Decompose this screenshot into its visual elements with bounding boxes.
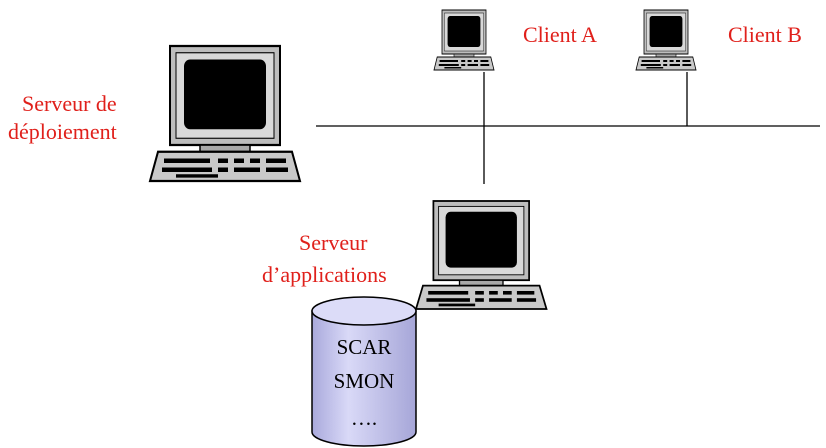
deploy-server-computer-icon: [148, 44, 302, 183]
app-server-label-line2: d’applications: [262, 262, 387, 287]
client-a-computer-icon: [433, 9, 495, 71]
client-a-label: Client A: [523, 22, 597, 47]
network-links: [316, 72, 820, 184]
database-entry: SCAR: [336, 335, 392, 359]
database-entry: SMON: [333, 369, 395, 393]
deploy-server-label-line1: Serveur de: [22, 91, 117, 116]
app-server-label: Serveur d’applications: [262, 229, 387, 289]
database-entry: ….: [350, 406, 378, 430]
client-b-computer-icon: [635, 9, 697, 71]
database-cylinder-icon: [311, 296, 417, 447]
client-b-label: Client B: [728, 22, 802, 47]
app-server-computer-icon: [415, 200, 548, 310]
deploy-server-label-line2: déploiement: [8, 119, 117, 144]
app-server-label-line1: Serveur: [299, 230, 368, 255]
deploy-server-label: Serveur de déploiement: [8, 90, 117, 146]
